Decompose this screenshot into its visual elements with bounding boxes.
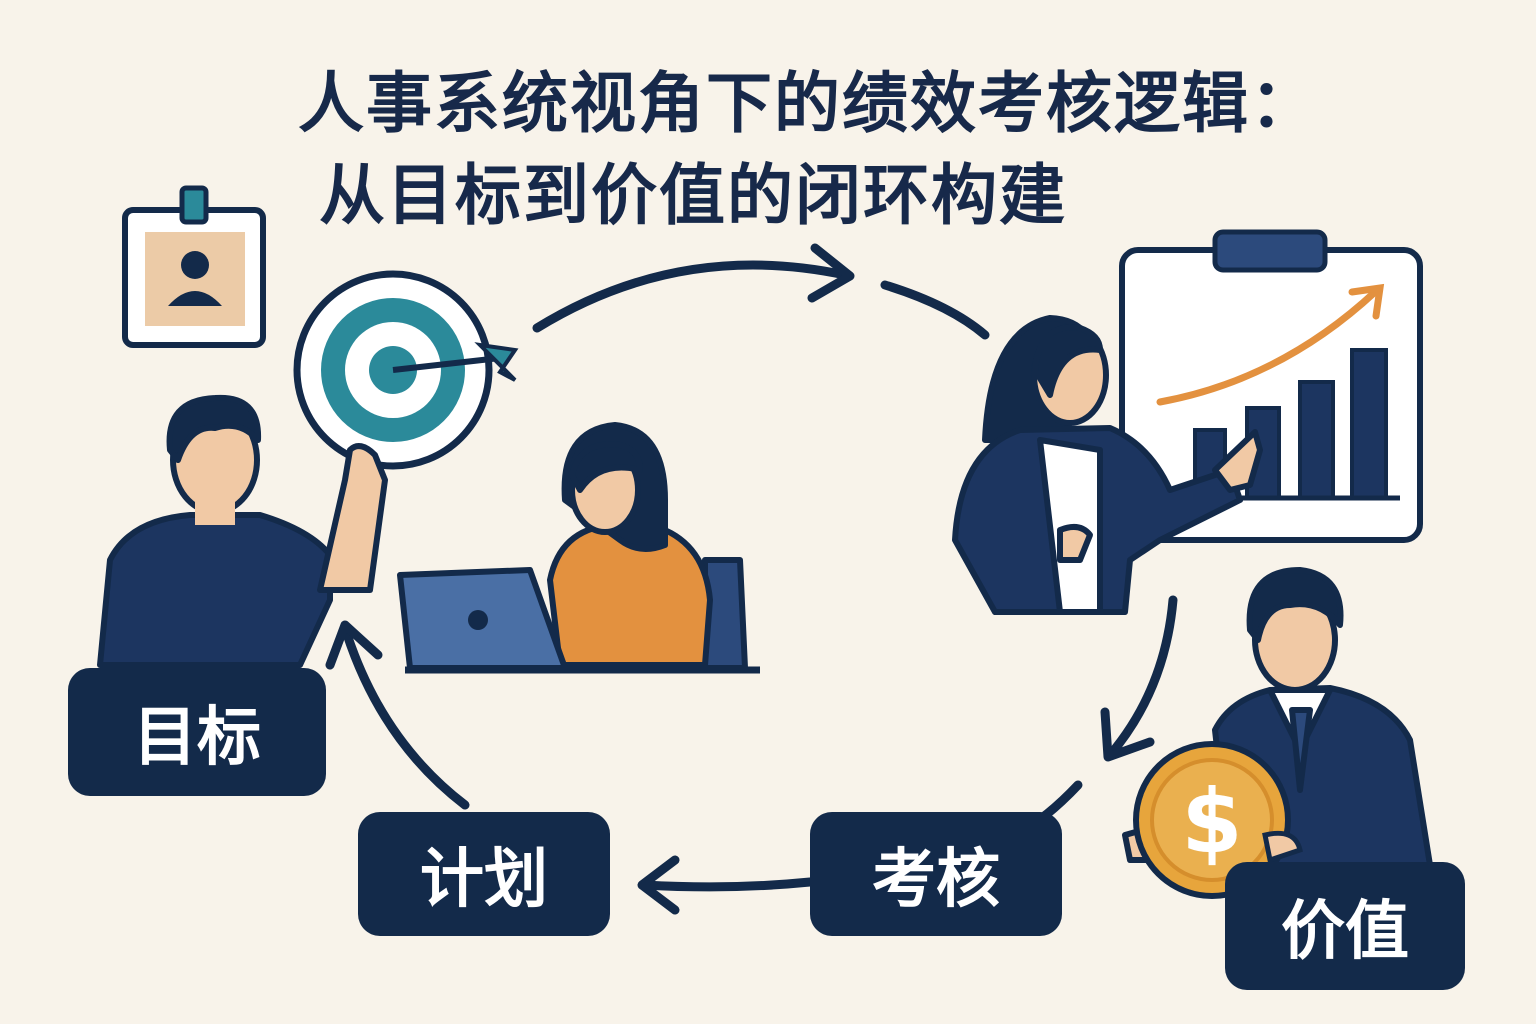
title-line-1: 人事系统视角下的绩效考核逻辑： <box>298 65 1318 142</box>
arrow-review-to-plan <box>640 877 815 892</box>
target-icon <box>293 270 519 470</box>
woman-presenting <box>952 315 1263 615</box>
arrow-analysis-to-value <box>1105 595 1178 760</box>
woman-at-laptop <box>397 422 760 674</box>
dollar-coin-icon: $ <box>1133 741 1303 899</box>
businessman-with-coin <box>1122 567 1433 868</box>
arrow-goal-to-analysis <box>532 260 850 333</box>
man-holding-target <box>97 394 388 668</box>
label-review: 考核 <box>810 812 1062 936</box>
arrow-plan-to-goal <box>340 623 470 810</box>
dollar-sign: $ <box>1181 770 1242 873</box>
title-line-2: 从目标到价值的闭环构建 <box>319 157 1067 234</box>
growth-chart-board <box>1119 229 1423 543</box>
label-plan: 计划 <box>358 812 610 936</box>
label-goal: 目标 <box>68 668 326 796</box>
label-value: 价值 <box>1225 862 1465 990</box>
cycle-arrows <box>325 243 1178 915</box>
arrow-segment <box>880 280 990 340</box>
id-badge-icon <box>122 185 266 348</box>
